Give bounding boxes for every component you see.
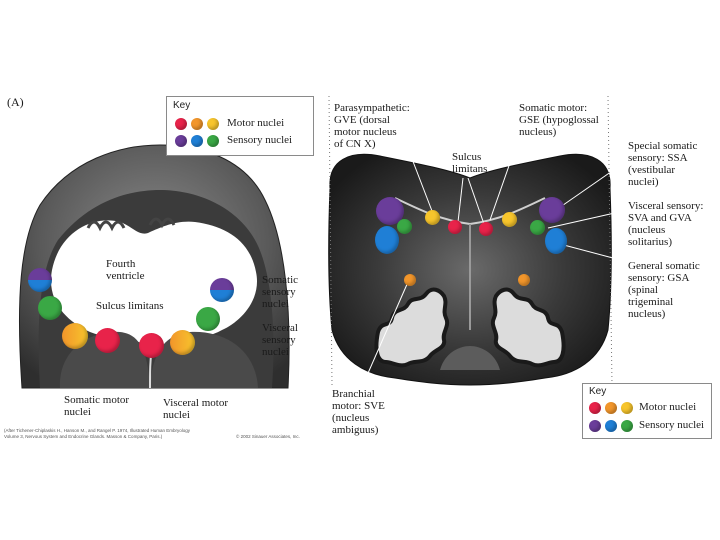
key-a-green-dot [207,135,219,147]
b-gsa-right-dot [545,228,567,254]
b-gve-right-dot [502,212,517,227]
b-gse-left-dot [448,220,462,234]
panel-a-key-motor: Motor nuclei [227,117,284,129]
b-sva-right-dot [530,220,545,235]
key-b-red-dot [589,402,601,414]
key-a-blue-dot [191,135,203,147]
label-somatic-sensory-nuclei: Somatic sensory nuclei [262,274,298,310]
panel-b-key-motor: Motor nuclei [639,401,696,413]
label-somatic-motor-nuclei: Somatic motor nuclei [64,394,129,418]
a-somatic-sensory-right-dot [210,278,234,302]
b-ssa-right-dot [539,197,565,223]
label-special-somatic-ssa: Special somatic sensory: SSA (vestibular… [628,140,697,188]
a-visceral-sensory-right-dot [196,307,220,331]
label-parasympathetic-gve: Parasympathetic: GVE (dorsal motor nucle… [334,102,410,150]
a-somatic-motor-left-dot [95,328,120,353]
panel-b-key-sensory: Sensory nuclei [639,419,704,431]
b-gve-left-dot [425,210,440,225]
panel-a-credit: (After Tichener-Chiplaskis H., Hanson M.… [4,428,190,440]
label-fourth-ventricle: Fourth ventricle [106,258,144,282]
key-b-blue-dot [605,420,617,432]
key-a-orange-dot [191,118,203,130]
label-branchial-motor-sve: Branchial motor: SVE (nucleus ambiguus) [332,388,385,436]
key-b-purple-dot [589,420,601,432]
label-visceral-motor-nuclei: Visceral motor nuclei [163,397,228,421]
label-somatic-motor-gse: Somatic motor: GSE (hypoglossal nucleus) [519,102,599,138]
key-b-yellow-dot [621,402,633,414]
panel-b-key-title: Key [589,386,606,397]
a-somatic-motor-right-dot [139,333,164,358]
a-somatic-sensory-left-dot [28,268,52,292]
panel-a-key-title: Key [173,100,190,111]
b-sve-left-dot [404,274,416,286]
panel-a-key-sensory: Sensory nuclei [227,134,292,146]
key-a-purple-dot [175,135,187,147]
label-visceral-sensory-sva-gva: Visceral sensory: SVA and GVA (nucleus s… [628,200,703,248]
label-sulcus-limitans-b: Sulcus limitans [452,151,487,175]
label-sulcus-limitans-a: Sulcus limitans [96,300,164,312]
a-visceral-sensory-left-dot [38,296,62,320]
b-sve-right-dot [518,274,530,286]
key-b-orange-dot [605,402,617,414]
b-sva-left-dot [397,219,412,234]
key-b-green-dot [621,420,633,432]
panel-a-key: Key Motor nuclei Sensory nuclei [166,96,314,156]
b-gse-right-dot [479,222,493,236]
panel-a-copyright: © 2002 Sinauer Associates, Inc. [236,434,300,440]
key-a-red-dot [175,118,187,130]
panel-b-key: Key Motor nuclei Sensory nuclei [582,383,712,439]
b-gsa-left-dot [375,226,399,254]
a-visceral-motor-left-dot [62,323,88,349]
key-a-yellow-dot [207,118,219,130]
label-visceral-sensory-nuclei: Visceral sensory nuclei [262,322,298,358]
a-visceral-motor-right-dot [170,330,195,355]
label-general-somatic-gsa: General somatic sensory: GSA (spinal tri… [628,260,700,320]
